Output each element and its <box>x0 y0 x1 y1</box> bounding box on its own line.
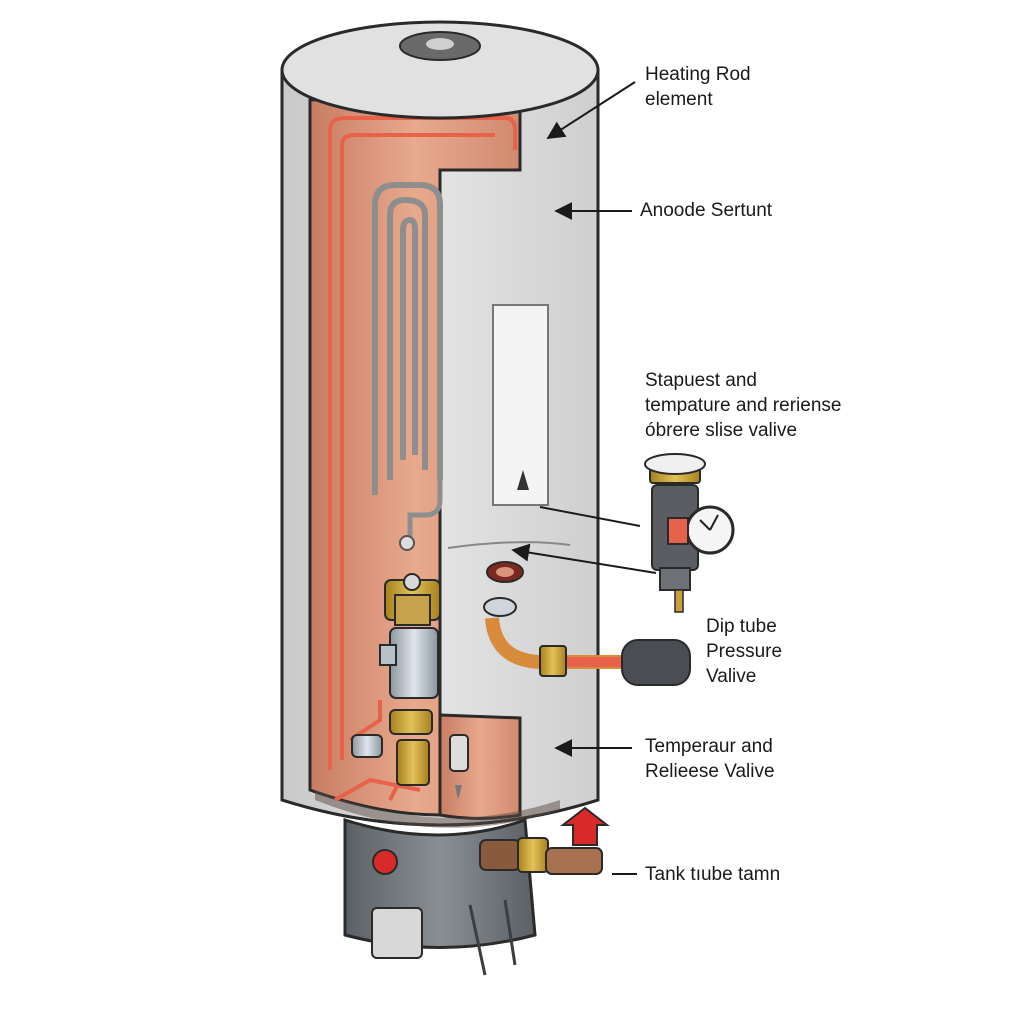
tank-base <box>343 817 537 976</box>
label-stapuest-line-2: tempature and reriense <box>645 395 842 416</box>
label-stapuest-line-3: óbrere slise valive <box>645 420 798 441</box>
front-panel <box>492 304 549 506</box>
dip-tube-pipe <box>483 597 691 686</box>
label-tank-tube: Tank tıube tamn <box>645 862 780 887</box>
label-heating-rod: Heating Rod element <box>645 62 751 112</box>
outlet-pipe <box>479 837 603 875</box>
brass-fitting-lower <box>389 709 433 786</box>
label-tank-tube-line-1: Tank tıube tamn <box>645 864 781 885</box>
brass-fitting-upper <box>384 573 441 626</box>
label-temperaur-line-1: Temperaur and <box>645 736 773 757</box>
warning-triangle-icon <box>517 470 529 490</box>
label-dip-tube-line-2: Pressure <box>706 641 783 662</box>
small-valve-right <box>449 734 469 800</box>
label-dip-tube-line-1: Dip tube <box>706 616 777 637</box>
steel-valve-body <box>379 627 439 699</box>
line-stapuest <box>539 506 641 527</box>
label-heating-rod-line-2: element <box>645 89 713 110</box>
arrow-heating-rod <box>546 81 636 139</box>
pressure-gauge-icon <box>644 453 735 613</box>
label-dip-tube: Dip tube Pressure Valive <box>706 614 782 689</box>
arrow-dip-tube <box>511 543 657 574</box>
heating-coil-icon <box>372 182 443 551</box>
label-temperaur-line-2: Relieese Valive <box>645 761 775 782</box>
small-valve-left <box>351 734 383 758</box>
label-dip-tube-line-3: Valive <box>706 666 757 687</box>
tank-top <box>280 20 600 120</box>
label-anode: Anoode Sertunt <box>640 198 772 223</box>
leader-lines <box>511 81 657 875</box>
label-stapuest-line-1: Stapuest and <box>645 370 757 391</box>
label-anode-line-1: Anoode Sertunt <box>640 200 773 221</box>
label-heating-rod-line-1: Heating Rod <box>645 64 751 85</box>
label-stapuest: Stapuest and tempature and reriense óbre… <box>645 368 841 443</box>
label-temperaur: Temperaur and Relieese Valive <box>645 734 775 784</box>
red-arrow-icon <box>560 806 610 846</box>
separator-gasket <box>447 541 571 583</box>
